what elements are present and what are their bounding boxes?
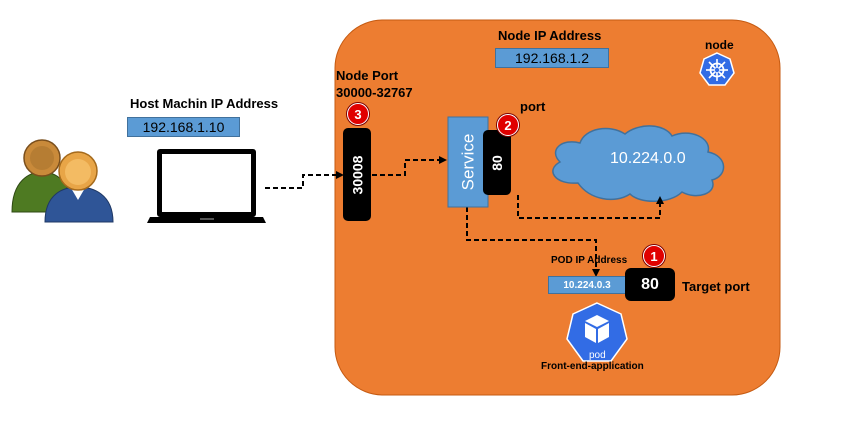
node-port-value: 30008 xyxy=(349,155,365,194)
laptop-icon xyxy=(147,149,266,223)
pod-ip-box: 10.224.0.3 xyxy=(548,276,626,294)
node-port-title: Node Port xyxy=(336,68,399,83)
nodeport-to-service-line xyxy=(372,159,440,176)
service-label-wrap: Service xyxy=(448,117,488,207)
host-ip-title: Host Machin IP Address xyxy=(130,96,279,111)
target-port-value: 80 xyxy=(641,275,659,293)
node-ip-box: 192.168.1.2 xyxy=(495,48,609,68)
node-icon-label: node xyxy=(705,38,734,52)
target-port-label: Target port xyxy=(682,279,750,294)
service-port-badge: 2 xyxy=(497,114,519,136)
service-to-pod-line xyxy=(466,207,597,272)
arrow-to-service xyxy=(439,156,447,164)
service-port-block: 80 xyxy=(483,130,511,195)
host-ip-box: 192.168.1.10 xyxy=(127,117,240,137)
host-to-nodeport-line xyxy=(265,174,338,189)
cloud-icon xyxy=(552,125,725,202)
service-port-value: 80 xyxy=(488,154,505,171)
target-port-block: 80 xyxy=(625,268,675,301)
arrow-to-cloud xyxy=(656,196,664,204)
cluster-cidr: 10.224.0.0 xyxy=(610,150,686,167)
node-port-block: 30008 xyxy=(343,128,371,221)
node-port-range: 30000-32767 xyxy=(336,85,413,100)
target-port-badge: 1 xyxy=(643,245,665,267)
arrowheads xyxy=(336,156,664,277)
users-icon xyxy=(11,139,114,223)
arrow-to-pod xyxy=(592,269,600,277)
pod-app-name: Front-end-application xyxy=(541,361,644,372)
pod-icon-text: pod xyxy=(589,350,606,361)
service-port-label: port xyxy=(520,99,546,114)
service-box xyxy=(447,116,489,208)
pod-ip-title: POD IP Address xyxy=(551,255,628,266)
arrow-to-nodeport xyxy=(336,171,344,179)
pod-cube-icon xyxy=(566,302,628,362)
port-to-cloud-line xyxy=(517,195,661,219)
node-ip-title: Node IP Address xyxy=(498,28,602,43)
node-port-badge: 3 xyxy=(347,103,369,125)
kubernetes-helm-icon xyxy=(699,52,735,86)
connector-lines xyxy=(265,159,661,272)
service-label: Service xyxy=(458,133,477,191)
